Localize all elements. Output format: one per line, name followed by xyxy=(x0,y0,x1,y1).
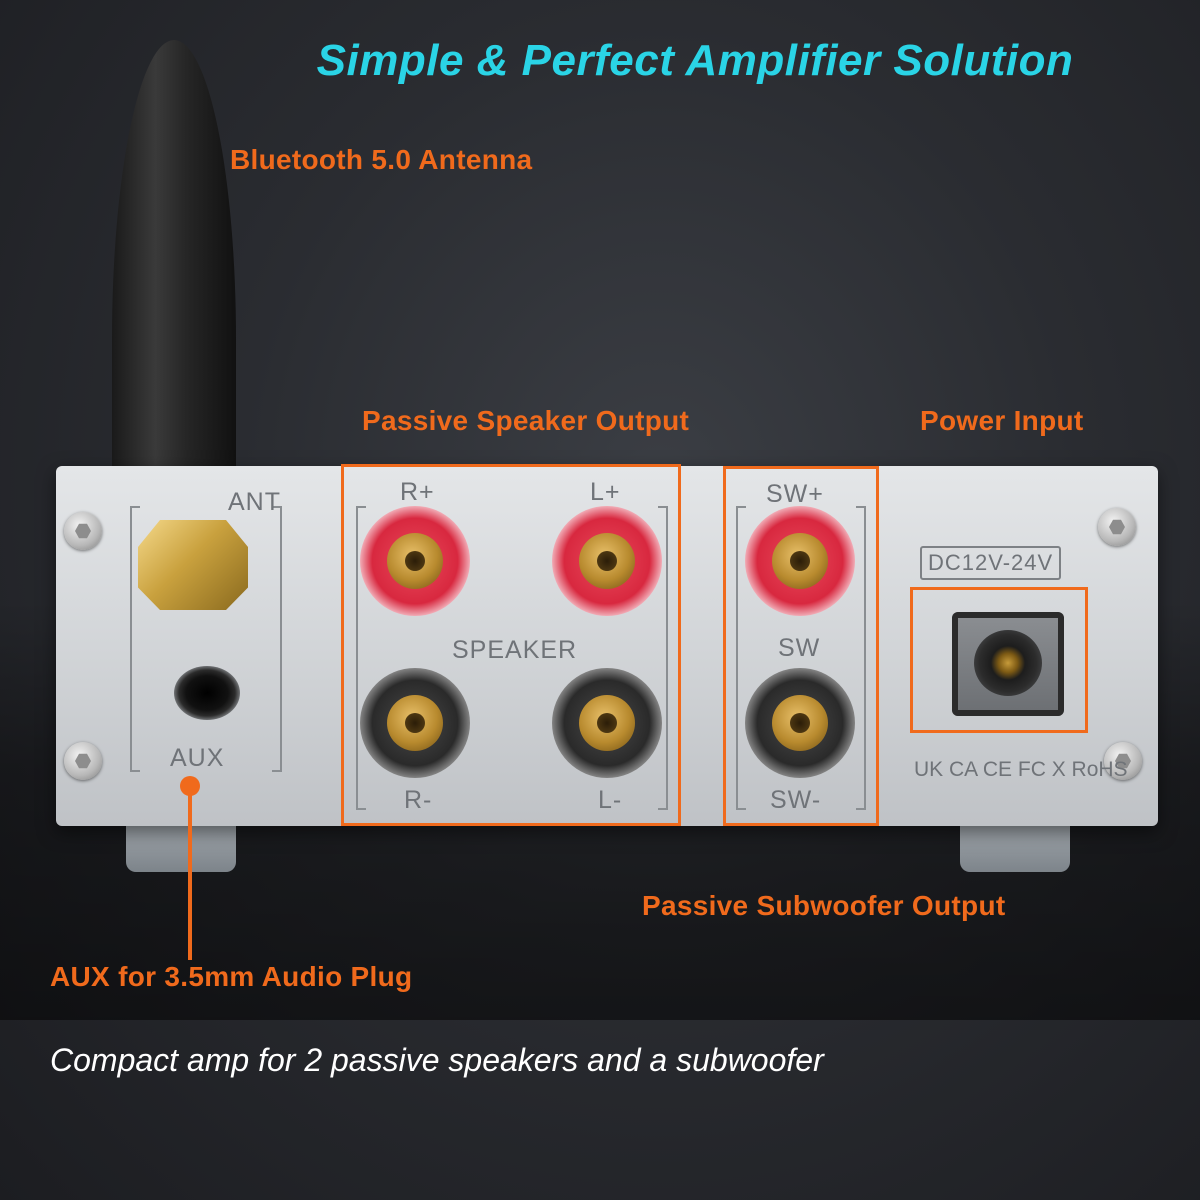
aux-callout: AUX for 3.5mm Audio Plug xyxy=(50,961,413,992)
power-input-callout: Power Input xyxy=(920,405,1084,436)
section-bracket xyxy=(356,506,366,810)
sw-label: SW xyxy=(778,634,821,662)
subwoofer-plus-terminal[interactable] xyxy=(745,506,855,616)
antenna-connector xyxy=(138,520,248,610)
subwoofer-output-callout: Passive Subwoofer Output xyxy=(642,890,1006,921)
certification-marks: UK CA CE FC X RoHS xyxy=(914,758,1128,781)
headline: Simple & Perfect Amplifier Solution xyxy=(316,36,1074,85)
tagline: Compact amp for 2 passive speakers and a… xyxy=(50,1042,824,1078)
antenna-callout: Bluetooth 5.0 Antenna xyxy=(230,144,533,175)
aux-pointer-line xyxy=(188,786,192,960)
aux-jack[interactable] xyxy=(174,666,240,720)
rubber-foot xyxy=(126,824,236,872)
speaker-r-plus-terminal[interactable] xyxy=(360,506,470,616)
speaker-label: SPEAKER xyxy=(452,636,578,664)
ant-label: ANT xyxy=(228,488,281,516)
dc-power-socket[interactable] xyxy=(952,612,1064,716)
speaker-output-highlight xyxy=(341,464,681,826)
screw-icon xyxy=(64,512,102,550)
sw-plus-label: SW+ xyxy=(766,480,824,508)
r-plus-label: R+ xyxy=(400,478,435,506)
voltage-label: DC12V-24V xyxy=(920,546,1062,580)
aux-label: AUX xyxy=(170,744,225,772)
speaker-r-minus-terminal[interactable] xyxy=(360,668,470,778)
speaker-l-minus-terminal[interactable] xyxy=(552,668,662,778)
l-plus-label: L+ xyxy=(590,478,621,506)
rubber-foot xyxy=(960,824,1070,872)
screw-icon xyxy=(1104,742,1142,780)
subwoofer-minus-terminal[interactable] xyxy=(745,668,855,778)
section-bracket xyxy=(658,506,668,810)
speaker-l-plus-terminal[interactable] xyxy=(552,506,662,616)
speaker-output-callout: Passive Speaker Output xyxy=(362,405,690,436)
sw-minus-label: SW- xyxy=(770,786,822,814)
section-bracket xyxy=(856,506,866,810)
screw-icon xyxy=(1098,508,1136,546)
antenna-icon xyxy=(112,40,236,500)
l-minus-label: L- xyxy=(598,786,623,814)
section-bracket xyxy=(130,506,140,772)
section-bracket xyxy=(736,506,746,810)
screw-icon xyxy=(64,742,102,780)
power-input-highlight xyxy=(910,587,1088,733)
subwoofer-output-highlight xyxy=(723,466,879,826)
section-bracket xyxy=(272,506,282,772)
r-minus-label: R- xyxy=(404,786,433,814)
